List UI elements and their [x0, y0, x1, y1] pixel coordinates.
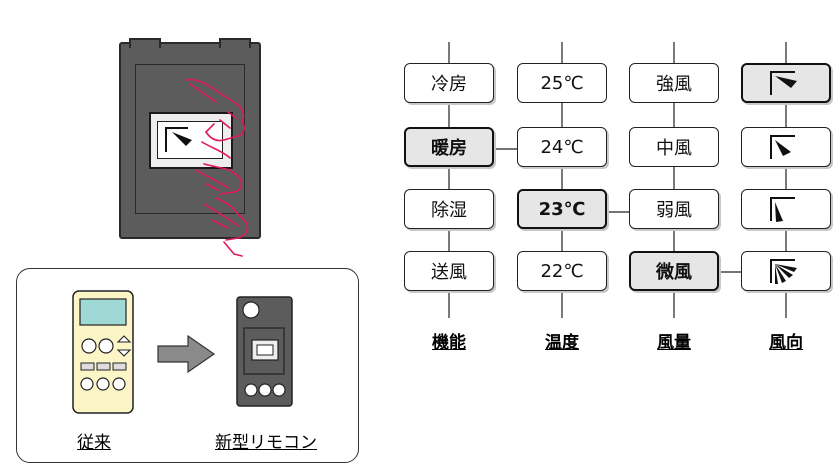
airflow-diagonal-icon — [770, 135, 795, 159]
device-tab — [129, 38, 161, 48]
mode-heat-button[interactable]: 暖房 — [404, 127, 494, 167]
new-remote-icon — [236, 296, 293, 407]
mode-fan-button[interactable]: 送風 — [404, 251, 494, 291]
airflow-swing-icon — [770, 259, 797, 284]
airflow-horizontal-icon — [770, 71, 797, 95]
device-screen[interactable] — [149, 112, 233, 169]
arrow-right-icon — [157, 334, 216, 374]
airflow-down-icon — [770, 197, 795, 222]
fan-gentle-button[interactable]: 微風 — [629, 251, 719, 291]
header-temperature: 温度 — [545, 333, 579, 353]
direction-3-button[interactable] — [741, 189, 831, 229]
direction-2-button[interactable] — [741, 127, 831, 167]
legacy-caption: 従来 — [77, 433, 111, 453]
legacy-remote-icon — [72, 290, 134, 414]
swipe-hand-icon — [185, 78, 249, 257]
device-lcd — [157, 121, 223, 159]
fan-medium-button[interactable]: 中風 — [629, 127, 719, 167]
device-tab — [219, 38, 251, 48]
header-fan-speed: 風量 — [657, 333, 691, 353]
direction-1-button[interactable] — [741, 63, 831, 103]
fan-strong-button[interactable]: 強風 — [629, 63, 719, 103]
device-frame — [135, 64, 245, 214]
temp-22-button[interactable]: 22℃ — [517, 251, 607, 291]
temp-23-button[interactable]: 23℃ — [517, 189, 607, 229]
remote-device — [119, 38, 261, 239]
temp-25-button[interactable]: 25℃ — [517, 63, 607, 103]
mode-dry-button[interactable]: 除湿 — [404, 189, 494, 229]
fan-weak-button[interactable]: 弱風 — [629, 189, 719, 229]
header-function: 機能 — [432, 333, 466, 353]
header-air-direction: 風向 — [769, 333, 803, 353]
mode-cool-button[interactable]: 冷房 — [404, 63, 494, 103]
direction-swing-button[interactable] — [741, 251, 831, 291]
new-remote-caption: 新型リモコン — [215, 433, 317, 453]
temp-24-button[interactable]: 24℃ — [517, 127, 607, 167]
airflow-icon — [165, 127, 192, 152]
